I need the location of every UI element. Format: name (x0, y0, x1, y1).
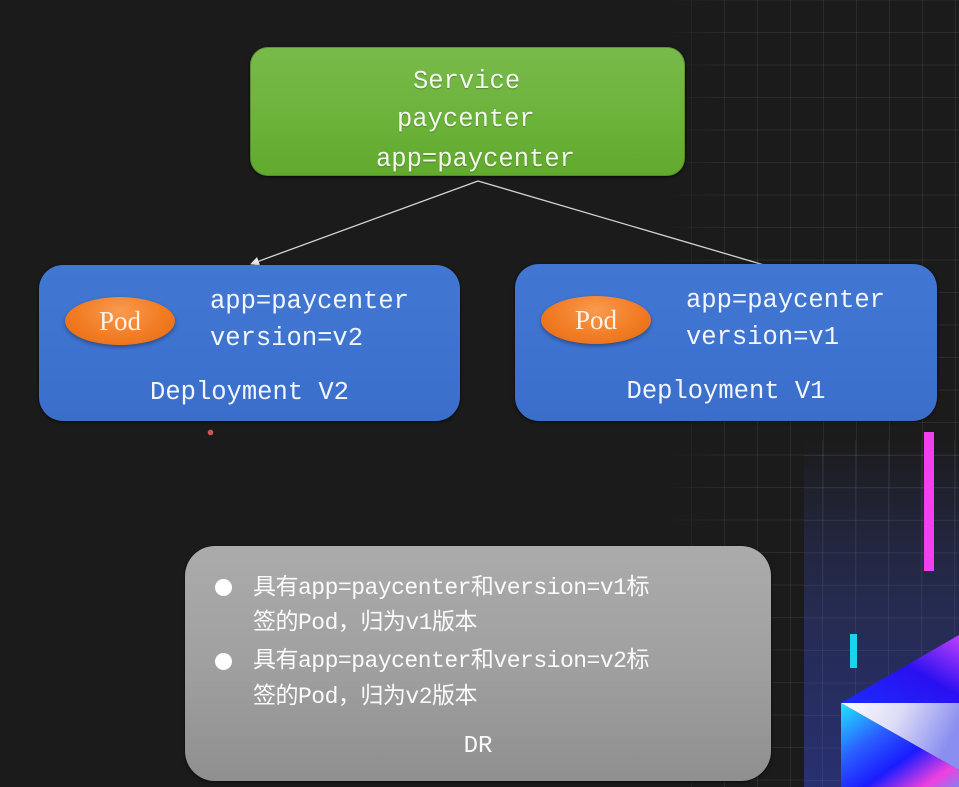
deployment-v2-node[interactable]: Pod app=paycenter version=v2 Deployment … (39, 265, 460, 421)
deployment-v1-node[interactable]: Pod app=paycenter version=v1 Deployment … (515, 264, 937, 421)
decorative-prism (841, 635, 959, 787)
service-node[interactable]: Service paycenter app=paycenter (250, 47, 685, 176)
rule-v1-line-1: 具有app=paycenter和version=v1标 (253, 575, 649, 601)
prism-top-face (841, 635, 959, 703)
pod-label-app: app=paycenter (686, 286, 885, 315)
destination-rule-node[interactable]: 具有app=paycenter和version=v1标 签的Pod，归为v1版本… (185, 546, 771, 781)
deployment-name: Deployment V2 (150, 378, 349, 407)
bullet-icon (215, 653, 232, 670)
rule-v2-line-2: 签的Pod，归为v2版本 (253, 684, 478, 710)
decorative-magenta-bar (924, 432, 934, 571)
arrow-service-to-deployment-v1 (477, 180, 789, 275)
pod-label-version: version=v2 (210, 324, 364, 353)
pod-label-app: app=paycenter (210, 287, 409, 316)
pod-v1[interactable]: Pod (541, 296, 651, 344)
bullet-icon (215, 579, 232, 596)
rule-v1-line-2: 签的Pod，归为v1版本 (253, 610, 478, 636)
rule-v2-line-1: 具有app=paycenter和version=v2标 (253, 648, 649, 674)
service-selector: app=paycenter (376, 145, 575, 174)
service-name: paycenter (397, 105, 535, 134)
pod-label-version: version=v1 (686, 323, 840, 352)
destination-rule-title: DR (463, 733, 493, 760)
decorative-cyan-bar (850, 634, 857, 668)
prism-lower-face (841, 703, 959, 787)
pointer-dot (208, 430, 213, 435)
service-title: Service (413, 67, 521, 96)
deployment-name: Deployment V1 (626, 377, 826, 406)
pod-label: Pod (574, 304, 618, 335)
pod-label: Pod (98, 305, 142, 336)
pod-v2[interactable]: Pod (65, 297, 175, 345)
arrow-service-to-deployment-v2 (250, 180, 479, 266)
